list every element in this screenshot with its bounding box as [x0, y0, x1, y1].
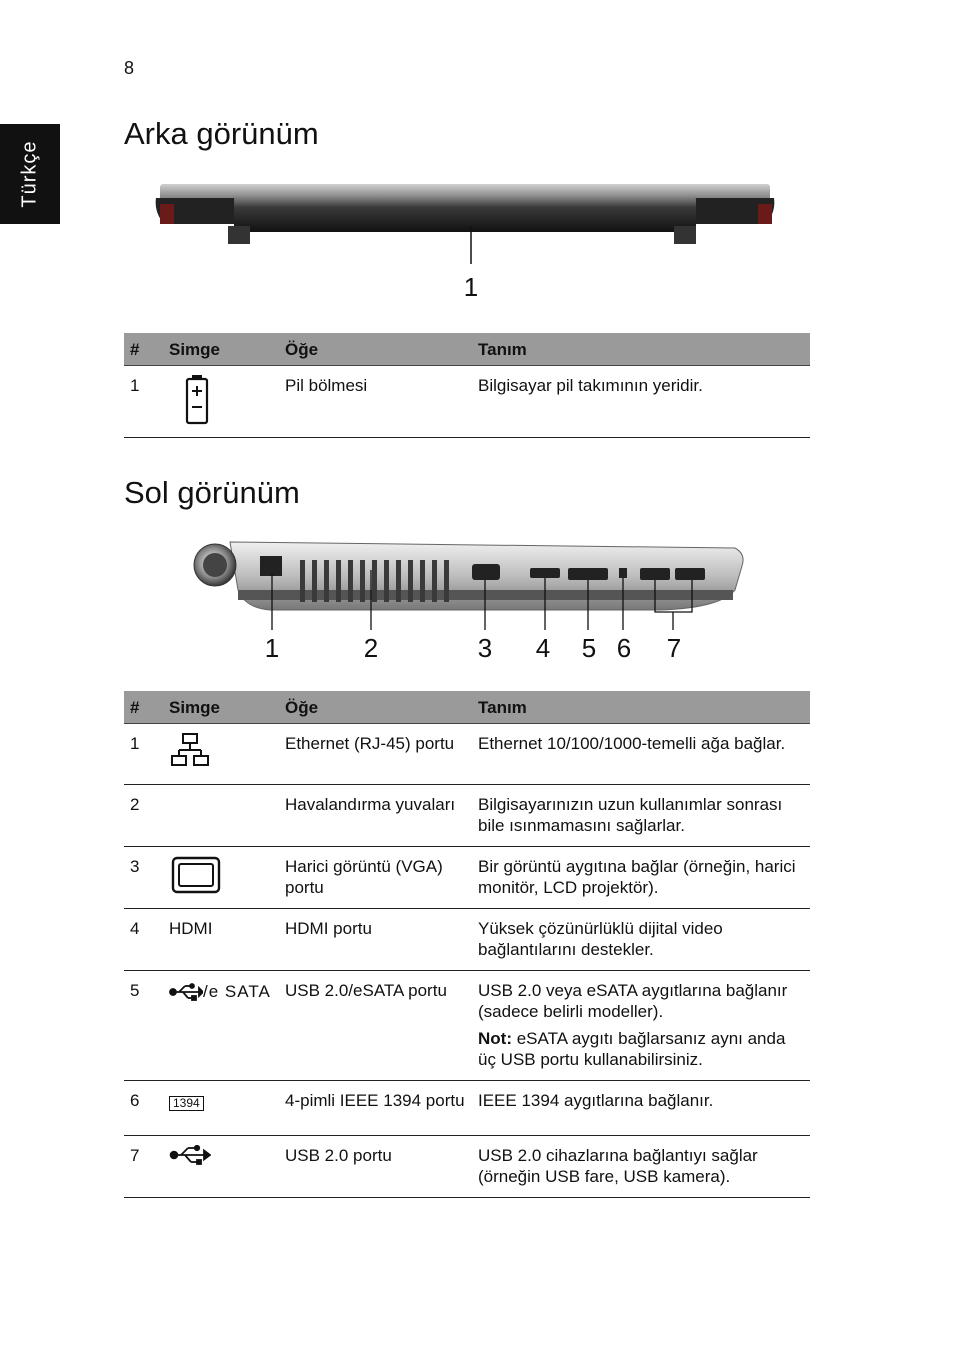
row-number: 1: [124, 365, 163, 438]
col-header-number: #: [124, 333, 163, 366]
row-item: Pil bölmesi: [279, 365, 472, 438]
row-item: Ethernet (RJ-45) portu: [279, 723, 472, 785]
table-row: 3 Harici görüntü (VGA) portu Bir görüntü…: [124, 846, 810, 909]
row-description: USB 2.0 veya eSATA aygıtlarına bağlanır …: [478, 981, 788, 1021]
row-icon-cell: [163, 846, 279, 909]
table-row: 1 Pil bölmesi Bilgisayar pil takımının y…: [124, 365, 810, 438]
left-view-title: Sol görünüm: [124, 475, 300, 510]
row-description: Bir görüntü aygıtına bağlar (örneğin, ha…: [472, 846, 810, 909]
col-header-number: #: [124, 691, 163, 724]
table-row: 5 /e SATA USB 2.0/eSATA portu USB 2: [124, 970, 810, 1081]
row-number: 7: [124, 1135, 163, 1198]
row-item: USB 2.0/eSATA portu: [279, 970, 472, 1081]
table-row: 2 Havalandırma yuvaları Bilgisayarınızın…: [124, 784, 810, 847]
row-number: 5: [124, 970, 163, 1081]
table-header-row: # Simge Öğe Tanım: [124, 691, 810, 724]
row-item: Harici görüntü (VGA) portu: [279, 846, 472, 909]
callout-left-7: 7: [666, 633, 682, 663]
row-number: 3: [124, 846, 163, 909]
row-description: IEEE 1394 aygıtlarına bağlanır.: [472, 1080, 810, 1136]
left-view-table: # Simge Öğe Tanım 1: [124, 691, 810, 1198]
col-header-icon: Simge: [163, 333, 279, 366]
laptop-left-image: [193, 541, 744, 630]
vga-icon: [171, 856, 221, 894]
table-header-row: # Simge Öğe Tanım: [124, 333, 810, 366]
callout-left-1: 1: [264, 633, 280, 663]
row-number: 4: [124, 908, 163, 971]
callout-left-5: 5: [581, 633, 597, 663]
table-row: 6 1394 4-pimli IEEE 1394 portu IEEE 1394…: [124, 1080, 810, 1136]
row-number: 6: [124, 1080, 163, 1136]
callout-left-2: 2: [363, 633, 379, 663]
col-header-icon: Simge: [163, 691, 279, 724]
rear-view-table: # Simge Öğe Tanım 1 Pil bölmesi Bilgisay…: [124, 333, 810, 438]
row-item: Havalandırma yuvaları: [279, 784, 472, 847]
callout-left-3: 3: [477, 633, 493, 663]
row-icon-cell: [163, 1135, 279, 1198]
col-header-item: Öğe: [279, 691, 472, 724]
hdmi-icon-label: HDMI: [163, 908, 279, 971]
col-header-item: Öğe: [279, 333, 472, 366]
row-note: Not: eSATA aygıtı bağlarsanız aynı anda …: [478, 1028, 804, 1070]
row-description: USB 2.0 cihazlarına bağlantıyı sağlar (ö…: [472, 1135, 810, 1198]
note-label: Not:: [478, 1029, 512, 1048]
table-row: 1 Ethernet (RJ-45) portu Ethernet 10/100…: [124, 723, 810, 785]
row-item: 4-pimli IEEE 1394 portu: [279, 1080, 472, 1136]
ethernet-icon: [171, 733, 209, 766]
row-icon-cell: [163, 784, 279, 847]
callout-left-6: 6: [616, 633, 632, 663]
row-icon-cell: /e SATA: [163, 970, 279, 1081]
row-icon-cell: 1394: [163, 1080, 279, 1136]
language-tab-label: Türkçe: [18, 140, 41, 208]
laptop-rear-image: [155, 184, 775, 264]
row-description: Yüksek çözünürlüklü dijital video bağlan…: [472, 908, 810, 971]
callout-left-4: 4: [535, 633, 551, 663]
row-description-cell: USB 2.0 veya eSATA aygıtlarına bağlanır …: [472, 970, 810, 1081]
page-number: 8: [124, 58, 135, 78]
language-tab: Türkçe: [0, 124, 60, 224]
row-number: 1: [124, 723, 163, 785]
row-icon-cell: [163, 365, 279, 438]
row-item: HDMI portu: [279, 908, 472, 971]
usb-icon: [169, 1145, 211, 1165]
row-item: USB 2.0 portu: [279, 1135, 472, 1198]
ieee1394-icon: 1394: [169, 1096, 204, 1111]
row-description: Bilgisayar pil takımının yeridir.: [472, 365, 810, 438]
row-icon-cell: [163, 723, 279, 785]
note-text: eSATA aygıtı bağlarsanız aynı anda üç US…: [478, 1029, 786, 1069]
row-description: Ethernet 10/100/1000-temelli ağa bağlar.: [472, 723, 810, 785]
callout-rear-1: 1: [463, 272, 479, 302]
col-header-description: Tanım: [472, 691, 810, 724]
table-row: 4 HDMI HDMI portu Yüksek çözünürlüklü di…: [124, 908, 810, 971]
battery-icon: [185, 375, 209, 425]
row-number: 2: [124, 784, 163, 847]
row-description: Bilgisayarınızın uzun kullanımlar sonras…: [472, 784, 810, 847]
col-header-description: Tanım: [472, 333, 810, 366]
rear-view-title: Arka görünüm: [124, 116, 319, 151]
table-row: 7 USB 2.0 portu USB 2.0 cihazlarına bağl…: [124, 1135, 810, 1198]
usb-esata-icon: [169, 982, 205, 1001]
usb-esata-icon-label: /e SATA: [203, 982, 271, 1002]
